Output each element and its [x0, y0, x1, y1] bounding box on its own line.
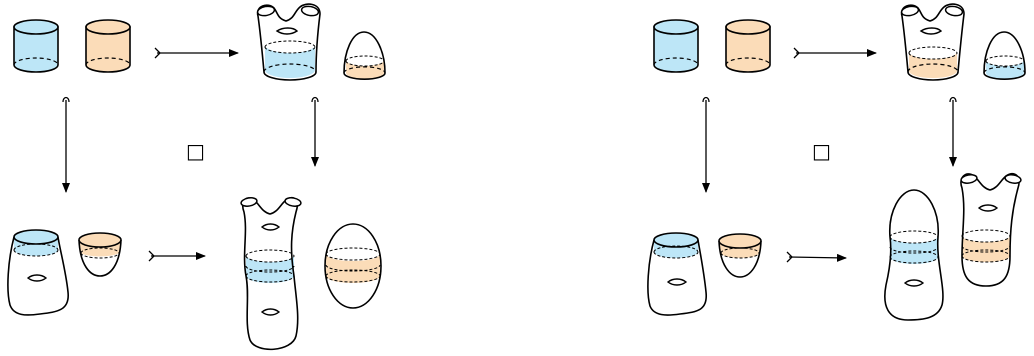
orange-sphere [324, 223, 382, 309]
orange-cylinder-2 [725, 19, 771, 73]
blue-cylinder-2 [653, 19, 699, 73]
right-down-arrow [311, 96, 319, 167]
left-down-arrow [62, 96, 70, 193]
blue-cap [983, 31, 1026, 80]
orange-cap [343, 31, 386, 80]
blue-cylinder [13, 19, 59, 73]
orange-cup-2 [718, 233, 762, 278]
left-diagram: □ [7, 3, 386, 351]
right-diagram: □ [647, 3, 1026, 321]
blue-surface-with-handle [7, 229, 69, 316]
pair-of-pants-orange-band [900, 3, 965, 81]
pair-of-pants-blue-band [256, 3, 321, 81]
right-down-arrow-2 [949, 96, 957, 167]
pushout-symbol-2: □ [812, 139, 831, 163]
pushout-symbol: □ [186, 139, 205, 163]
capped-surface-blue-band [884, 189, 944, 321]
blue-surface-with-handle-2 [647, 232, 707, 316]
bottom-arrow-2 [786, 251, 847, 263]
top-arrow-2 [793, 47, 877, 59]
bottom-arrow [148, 250, 206, 262]
orange-cup [78, 232, 122, 277]
glued-surface-blue-band [240, 196, 302, 351]
left-down-arrow-2 [702, 96, 710, 193]
orange-cylinder [85, 19, 131, 73]
top-arrow [154, 47, 239, 59]
pants-surface-orange-band [960, 172, 1022, 287]
